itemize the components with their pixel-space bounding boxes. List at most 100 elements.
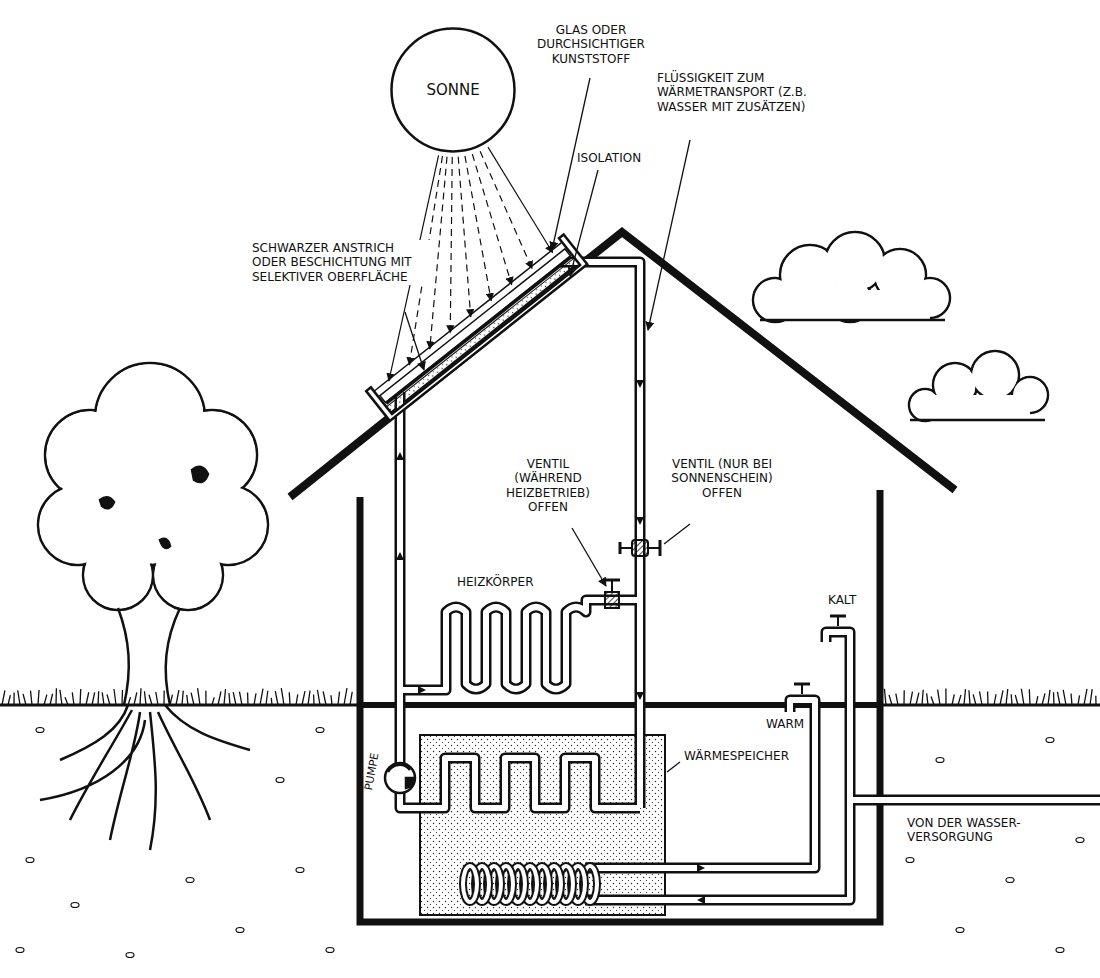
pebble [71,903,79,908]
fluid-label: FLÜSSIGKEIT ZUM WÄRMETRANSPORT (Z.B. WAS… [655,70,837,115]
grass [114,689,116,705]
pipe-inner [400,600,640,690]
grass [205,691,206,705]
pump [385,763,415,793]
grass [317,690,320,705]
pipe-inner [397,392,403,765]
grass [922,690,923,705]
pipe-inner [585,700,815,868]
grass [102,692,104,705]
grass [1036,696,1038,705]
grass [224,689,226,705]
grass [107,694,110,705]
solar-valve-label: VENTIL (NUR BEI SONNENSCHEIN) OFFEN [656,456,788,501]
grass [13,693,14,705]
grass [23,694,26,705]
grass [994,694,996,705]
grass [30,691,32,705]
grass [1000,690,1003,705]
flow-arrow [396,452,404,460]
sun-ray [480,151,532,268]
grass [266,691,268,705]
grass [134,692,137,705]
grass [350,692,352,705]
sun-ray [472,154,511,284]
grass [212,697,214,705]
heat-exchanger-coil [463,866,477,902]
grass [121,690,123,705]
grass [281,688,284,705]
pebble [316,728,324,733]
pebble [276,778,284,783]
grass [1048,690,1050,705]
tree [40,705,250,850]
pebble [326,948,334,953]
grass [338,692,340,705]
glass-cover-label: GLAS ODER DURCHSICHTIGER KUNSTSTOFF [530,22,652,67]
grass [1090,689,1092,705]
grass [92,692,95,705]
grass [1063,690,1066,705]
grass [86,692,89,705]
grass [1095,696,1096,705]
pump [388,765,410,772]
grass [308,691,310,705]
grass [1006,689,1008,705]
sun-ray [430,157,447,349]
grass [218,691,221,705]
pebble [1046,738,1054,743]
grass [1053,692,1055,705]
pipe [850,795,1100,806]
flow-arrow [697,896,705,904]
grass [149,695,152,705]
solar-valve [632,540,648,556]
heat-exchanger-coil [463,866,477,902]
grass [1070,694,1072,705]
grass [2,690,5,705]
flow-arrow [636,517,644,525]
flow-arrow [636,692,644,700]
cloud [760,319,945,322]
water-tap [794,683,810,686]
radiator-valve [605,592,619,608]
cold-tap-label: KALT [826,592,858,608]
heating-valve-label: VENTIL (WÄHREND HEIZBETRIEB) OFFEN [492,456,604,516]
sun-ray [465,156,491,301]
sun-label: SONNE [426,81,479,99]
leader-line [648,140,690,330]
pebble [16,948,24,953]
ground-line [880,704,1100,707]
insulation-label: ISOLATION [575,150,643,166]
pipe-inner [400,262,1100,900]
tree [38,363,268,850]
pebble [36,728,44,733]
grass [163,690,164,705]
ground-line [0,704,360,707]
grass [176,690,179,705]
heat-storage-label: WÄRMESPEICHER [682,748,791,764]
grass [938,690,940,705]
grass [1021,689,1024,705]
sun-circle [392,29,515,152]
pebble [936,758,944,763]
grass [8,695,10,705]
grass [344,688,347,705]
flow-arrow [418,686,426,694]
grass [55,688,57,705]
grass [302,691,305,705]
grass [60,690,62,705]
grass [945,689,946,705]
grass [973,694,976,705]
tree [100,467,208,548]
absorber-coating-label: SCHWARZER ANSTRICH ODER BESCHICHTUNG MIT… [250,240,430,285]
leader-line [405,78,690,772]
pebble [26,858,34,863]
pump [385,763,415,793]
cloud [925,395,1030,419]
pipe [560,262,640,808]
grass [44,695,47,705]
grass [187,695,188,705]
pebble [906,858,914,863]
solar-valve [659,540,662,556]
